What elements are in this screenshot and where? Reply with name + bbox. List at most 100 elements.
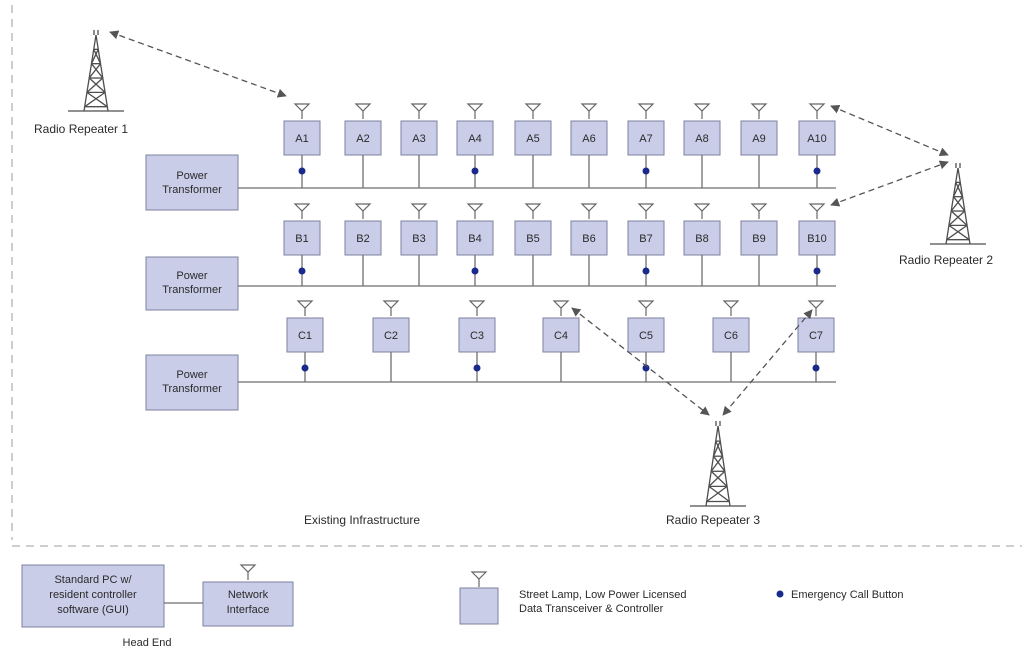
antenna-icon (637, 203, 655, 219)
street-lamp-label: B3 (412, 233, 425, 245)
street-lamp-label: B10 (807, 233, 827, 245)
street-lamp-label: B2 (356, 233, 369, 245)
antenna-icon (524, 203, 542, 219)
street-lamp-label: A10 (807, 133, 827, 145)
radio-tower-icon (690, 421, 746, 507)
street-lamp-label: C6 (724, 330, 738, 342)
street-lamp-unit: C2 (372, 300, 410, 382)
street-lamp-label: B4 (468, 233, 481, 245)
radio-repeater-3-label: Radio Repeater 3 (666, 513, 760, 527)
antenna-icon (296, 300, 314, 316)
emergency-call-button-icon (471, 267, 479, 275)
antenna-icon (410, 103, 428, 119)
street-lamp-label: A9 (752, 133, 765, 145)
radio-repeater-2-label: Radio Repeater 2 (899, 253, 993, 267)
street-lamp-unit: B8 (683, 203, 721, 286)
svg-text:Power: Power (176, 170, 208, 182)
radio-link-r3-c7 (722, 309, 813, 416)
legend-lamp-label-line2: Data Transceiver & Controller (519, 603, 664, 615)
street-lamp-label: B6 (582, 233, 595, 245)
street-lamp-unit: C5 (627, 300, 665, 382)
antenna-icon (466, 103, 484, 119)
emergency-call-button-icon (642, 167, 650, 175)
street-lamp-label: C1 (298, 330, 312, 342)
svg-text:Transformer: Transformer (162, 383, 222, 395)
antenna-icon (354, 203, 372, 219)
street-lamp-box (283, 220, 321, 256)
antenna-icon (293, 203, 311, 219)
antenna-icon (580, 103, 598, 119)
street-lamp-unit: A10 (798, 103, 836, 188)
emergency-call-button-icon (298, 167, 306, 175)
street-lamp-label: A5 (526, 133, 539, 145)
legend-lamp-box (459, 587, 499, 625)
street-lamp-label: B1 (295, 233, 308, 245)
street-lamp-box (740, 220, 778, 256)
street-lamp-row-b: B1 B2 B3 B4 B5 B6 B7 B8 B9 B10 (283, 203, 836, 286)
antenna-icon (807, 300, 825, 316)
radio-link-r1-a1 (109, 30, 287, 98)
street-lamp-label: A3 (412, 133, 425, 145)
street-lamp-box (458, 317, 496, 353)
street-lamp-unit: B5 (514, 203, 552, 286)
network-interface-box: Network Interface (202, 581, 294, 627)
street-lamp-unit: B6 (570, 203, 608, 286)
street-lamp-label: A2 (356, 133, 369, 145)
radio-link-r2-b10 (830, 160, 949, 207)
antenna-icon (382, 300, 400, 316)
street-lamp-unit: B2 (344, 203, 382, 286)
existing-infrastructure-label: Existing Infrastructure (304, 513, 420, 527)
network-antenna-icon (239, 564, 257, 580)
antenna-icon (466, 203, 484, 219)
street-lamp-unit: A7 (627, 103, 665, 188)
radio-tower-icon (930, 163, 986, 245)
street-lamp-unit: A2 (344, 103, 382, 188)
emergency-call-button-legend-icon (776, 590, 784, 598)
antenna-icon (693, 203, 711, 219)
svg-text:Transformer: Transformer (162, 184, 222, 196)
street-lamp-unit: C3 (458, 300, 496, 382)
antenna-icon (470, 571, 488, 587)
street-lamp-unit: B7 (627, 203, 665, 286)
antenna-icon (354, 103, 372, 119)
antenna-icon (468, 300, 486, 316)
svg-text:resident controller: resident controller (49, 589, 137, 601)
street-lamp-unit: A8 (683, 103, 721, 188)
antenna-icon (552, 300, 570, 316)
antenna-icon (239, 564, 257, 580)
street-lamp-box (286, 317, 324, 353)
street-lamp-unit: A4 (456, 103, 494, 188)
street-lamp-box (798, 220, 836, 256)
street-lamp-legend-icon (459, 571, 499, 625)
power-transformer-b: Power Transformer (145, 256, 239, 311)
emergency-call-button-icon (471, 167, 479, 175)
emergency-call-button-icon (298, 267, 306, 275)
street-lamp-box (627, 220, 665, 256)
street-lamp-label: B7 (639, 233, 652, 245)
antenna-icon (693, 103, 711, 119)
street-lamp-label: A7 (639, 133, 652, 145)
street-lamp-unit: C1 (286, 300, 324, 382)
svg-text:Power: Power (176, 270, 208, 282)
antenna-icon (722, 300, 740, 316)
power-transformer-a: Power Transformer (145, 154, 239, 211)
street-lamp-label: C3 (470, 330, 484, 342)
antenna-icon (524, 103, 542, 119)
street-lamp-unit: B4 (456, 203, 494, 286)
street-lamp-box (514, 220, 552, 256)
street-lamp-box (344, 220, 382, 256)
street-lamp-label: B9 (752, 233, 765, 245)
street-lamp-label: A8 (695, 133, 708, 145)
street-lamp-unit: A5 (514, 103, 552, 188)
svg-text:Transformer: Transformer (162, 284, 222, 296)
svg-text:software (GUI): software (GUI) (57, 604, 129, 616)
legend-emergency-label: Emergency Call Button (791, 589, 904, 601)
street-lamp-label: A4 (468, 133, 481, 145)
antenna-icon (808, 103, 826, 119)
street-lamp-unit: A3 (400, 103, 438, 188)
street-lamp-label: C5 (639, 330, 653, 342)
street-lamp-box (344, 120, 382, 156)
